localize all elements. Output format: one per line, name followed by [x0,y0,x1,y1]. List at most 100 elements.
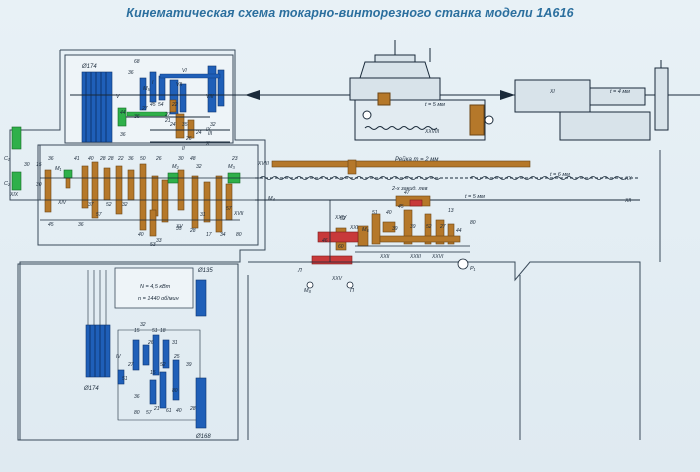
gear-tooth-label: 80 [470,220,476,226]
gear-tooth-label: 27 [127,362,134,368]
crossfeed-gear [469,104,485,136]
label-d174-top: Ø174 [81,64,97,70]
label-roman-VI: VI [182,68,187,74]
gear-tooth-label: 80 [134,410,140,416]
gear-tooth-label: 13 [448,208,454,214]
label-M4: M₄ [268,196,275,202]
gear-tooth-label: 21 [164,118,171,124]
label-t6: t = 6 мм [550,172,570,178]
gear-tooth-label: 30 [36,182,42,188]
gear-tooth-label: 26 [185,136,192,142]
gear-tooth-label: 32 [196,164,202,170]
label-roman-I: I [152,80,154,86]
gear-tooth-label: 60 [338,244,344,250]
gear [175,113,185,139]
label-M2: M₂ [172,164,180,170]
gear-tooth-label: 52 [160,362,166,368]
gear [217,69,225,107]
gear-tooth-label: 44 [120,110,126,116]
gear-tooth-label: 45 [398,204,404,210]
label-motor-speed: n = 1440 об/мин [138,296,179,302]
label-roman-XXIII: XXIII [409,254,421,260]
gear-tooth-label: 36 [134,114,140,120]
gear-tooth-label: 40 [138,232,144,238]
label-roman-XXV: XXV [331,276,343,282]
gear-tooth-label: 41 [74,156,80,162]
label-roman-XXIV: XXIV [334,215,347,221]
label-M8: M₈ [304,288,312,294]
gear-tooth-label: 46 [322,238,328,244]
tailstock [514,60,700,141]
rack [271,160,531,168]
gear-tooth-label: 28 [99,156,106,162]
gear-tooth-label: 50 [140,156,146,162]
label-roman-XIV: XIV [57,200,67,206]
gear-tooth-label: 52 [426,224,432,230]
label-roman-XI: XI [549,89,555,95]
label-roman-XV: XV [175,224,183,230]
gear-tooth-label: 61 [166,408,172,414]
change-gear-c2 [11,171,22,191]
label-M6: M₆ [362,227,370,233]
gear-tooth-label: 27 [439,224,446,230]
label-M5: M₅ [143,86,151,92]
gear-tooth-label: 51 [152,328,158,334]
gear-tooth-label: 15 [134,328,140,334]
main-pulley [81,71,113,143]
label-roman-XII: XII [624,198,632,204]
gear-tooth-label: 39 [410,224,416,230]
label-C1: C₁ [4,156,10,162]
shaft-vi [159,73,221,79]
gear-tooth-label: 21 [153,406,160,412]
gear-tooth-label: 40 [176,408,182,414]
label-roman-IX: IX [206,127,211,133]
label-roman-VII: VII [176,82,183,88]
gear-tooth-label: 28 [189,406,196,412]
gear-tooth-label: 36 [78,222,84,228]
gear-tooth-label: 35 [176,226,182,232]
label-t5-mid: t = 5 мм [465,194,485,200]
gear-tooth-label: 53 [150,242,156,248]
spindle-centre [245,90,260,100]
label-L: Л [297,268,302,274]
gear-tooth-label: 31 [172,340,178,346]
label-roman-X: X [205,141,210,147]
label-P1: P₁ [470,266,476,272]
gear-tooth-label: 40 [88,156,94,162]
gear-tooth-label: 28 [189,228,196,234]
label-M1: M₁ [55,166,62,172]
motor-pulley [85,324,111,378]
gear-tooth-label: 57 [146,410,152,416]
gear-tooth-label: 33 [156,238,162,244]
label-roman-VIII: VIII [206,94,214,100]
gear-tooth-label: 36 [48,156,54,162]
gear-tooth-label: 34 [220,232,226,238]
gear-tooth-label: 68 [134,59,140,65]
label-roman-XVII: XVII [233,211,244,217]
gear-tooth-label: 26 [147,340,154,346]
label-roman-XIX: XIX [9,192,19,198]
lead-screw-thread [259,176,441,180]
label-rack: Рейка m = 2 мм [395,156,439,163]
apron-clutches-red [311,199,423,265]
gear-tooth-label: 44 [456,228,462,234]
gear-tooth-label: 26 [155,156,162,162]
tool-post [349,40,494,141]
gear-tooth-label: 25 [173,354,180,360]
gear [179,83,187,113]
speedbox-gears [117,279,207,429]
gear-tooth-label: 37 [88,202,94,208]
label-t4: t = 4 мм [610,89,630,95]
gear-tooth-label: 32 [140,322,146,328]
label-d135: Ø135 [197,268,213,274]
gear-tooth-label: 48 [190,156,196,162]
gear-tooth-label: 30 [24,162,30,168]
gear [169,99,177,113]
label-roman-IV: IV [116,354,121,360]
label-motor-power: N = 4,5 кВт [140,284,171,290]
gear-tooth-label: 24 [195,130,202,136]
gear [169,79,179,115]
gear-tooth-label: 52 [340,216,346,222]
gear [149,71,157,103]
label-roman-XXI: XXI [349,225,359,231]
